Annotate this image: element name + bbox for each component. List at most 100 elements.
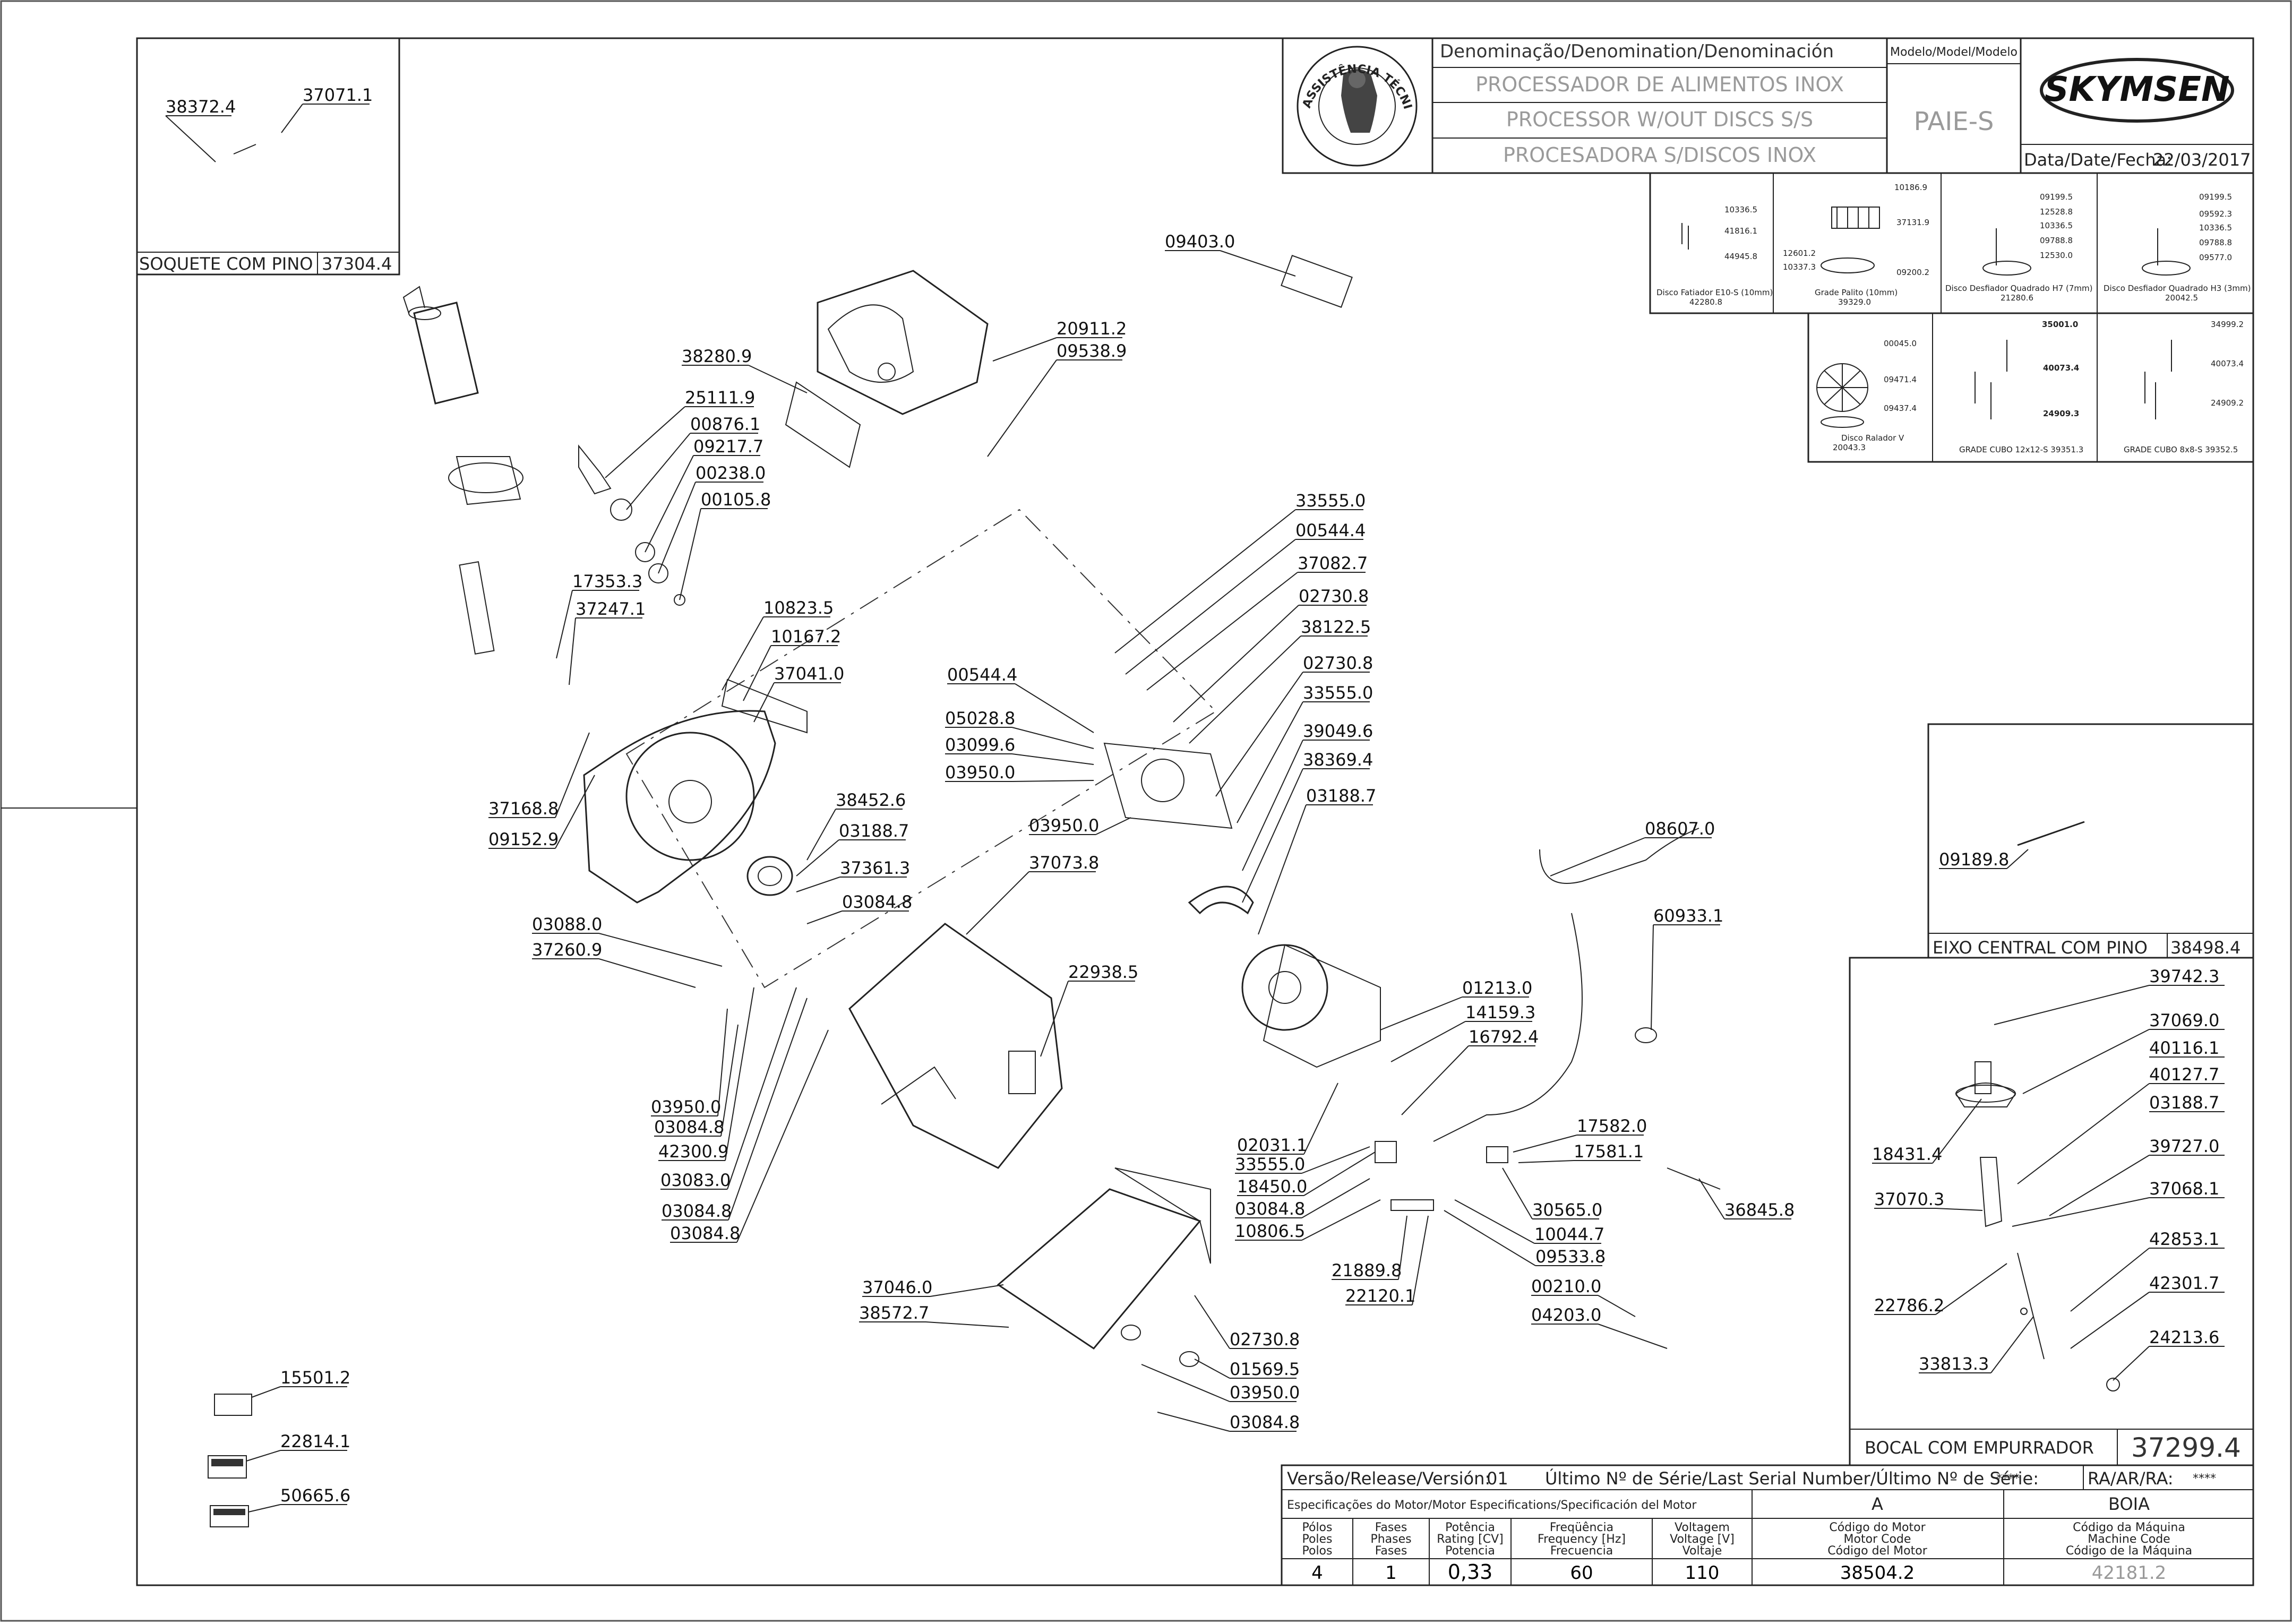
svg-text:Código de la Máquina: Código de la Máquina [2066, 1544, 2192, 1558]
svg-text:02730.8: 02730.8 [1299, 586, 1369, 606]
svg-text:03188.7: 03188.7 [839, 821, 909, 841]
svg-text:34999.2: 34999.2 [2211, 320, 2244, 329]
svg-text:09788.8: 09788.8 [2199, 238, 2232, 247]
svg-text:12528.8: 12528.8 [2040, 207, 2073, 217]
svg-text:10336.5: 10336.5 [2199, 223, 2232, 233]
svg-text:40073.4: 40073.4 [2043, 363, 2079, 373]
model-value: PAIE-S [1914, 107, 1994, 136]
svg-text:00238.0: 00238.0 [696, 463, 766, 483]
svg-text:38369.4: 38369.4 [1303, 750, 1373, 770]
svg-text:20911.2: 20911.2 [1057, 319, 1127, 339]
svg-text:02031.1: 02031.1 [1237, 1135, 1307, 1155]
val-poles: 4 [1311, 1562, 1323, 1584]
svg-text:03084.8: 03084.8 [670, 1223, 740, 1243]
svg-text:03950.0: 03950.0 [945, 762, 1015, 783]
svg-text:Rating [CV]: Rating [CV] [1437, 1533, 1504, 1546]
svg-text:03084.8: 03084.8 [842, 892, 912, 912]
svg-text:09533.8: 09533.8 [1535, 1247, 1606, 1267]
svg-text:40073.4: 40073.4 [2211, 359, 2244, 368]
svg-text:37068.1: 37068.1 [2149, 1179, 2219, 1199]
svg-text:17353.3: 17353.3 [572, 571, 642, 591]
svg-text:00876.1: 00876.1 [690, 414, 760, 434]
svg-text:42301.7: 42301.7 [2149, 1273, 2219, 1293]
svg-text:09577.0: 09577.0 [2199, 253, 2232, 262]
svg-text:22120.1: 22120.1 [1345, 1286, 1415, 1306]
sticker-labels: 15501.2 22814.1 50665.6 [208, 1368, 350, 1527]
svg-text:38122.5: 38122.5 [1301, 617, 1371, 637]
svg-text:16792.4: 16792.4 [1469, 1027, 1539, 1047]
accessory-panels: 10336.5 41816.1 44945.8 Disco Fatiador E… [1649, 172, 2254, 463]
svg-text:03084.8: 03084.8 [654, 1117, 724, 1137]
svg-text:42280.8: 42280.8 [1689, 297, 1722, 307]
svg-text:37131.9: 37131.9 [1896, 218, 1929, 227]
svg-text:50665.6: 50665.6 [280, 1485, 350, 1506]
svg-text:12601.2: 12601.2 [1783, 248, 1816, 258]
svg-text:38452.6: 38452.6 [836, 790, 906, 810]
svg-text:38572.7: 38572.7 [859, 1303, 929, 1323]
svg-text:10823.5: 10823.5 [763, 598, 834, 618]
svg-text:Phases: Phases [1370, 1533, 1411, 1546]
svg-text:00544.4: 00544.4 [1295, 520, 1366, 540]
svg-text:09471.4: 09471.4 [1884, 375, 1917, 384]
svg-text:10336.5: 10336.5 [1724, 205, 1757, 214]
svg-text:Disco Desfiador Quadrado H3 (3: Disco Desfiador Quadrado H3 (3mm) [2104, 283, 2251, 293]
inset-eixo-central: EIXO CENTRAL COM PINO 38498.4 09189.8 [1927, 723, 2254, 959]
svg-text:40116.1: 40116.1 [2149, 1038, 2219, 1058]
svg-text:12530.0: 12530.0 [2040, 251, 2073, 260]
svg-text:37046.0: 37046.0 [862, 1277, 932, 1298]
svg-text:40127.7: 40127.7 [2149, 1064, 2219, 1085]
svg-text:36845.8: 36845.8 [1724, 1200, 1795, 1220]
svg-text:41816.1: 41816.1 [1724, 226, 1757, 236]
svg-text:Disco Ralador V: Disco Ralador V [1841, 433, 1904, 443]
svg-text:Disco Desfiador Quadrado H7 (7: Disco Desfiador Quadrado H7 (7mm) [1945, 283, 2093, 293]
accessory-grade-cubo-8: 34999.2 40073.4 24909.2 GRADE CUBO 8x8-S… [2124, 320, 2244, 454]
svg-text:35001.0: 35001.0 [2042, 320, 2078, 329]
main-assembly [402, 255, 1721, 1367]
svg-text:Fases: Fases [1375, 1521, 1407, 1534]
svg-text:Voltagem: Voltagem [1675, 1521, 1730, 1534]
svg-text:01569.5: 01569.5 [1230, 1359, 1300, 1379]
svg-text:03084.8: 03084.8 [662, 1201, 732, 1221]
svg-text:03083.0: 03083.0 [660, 1170, 731, 1190]
date-value: 22/03/2017 [2153, 150, 2251, 170]
val-voltage: 110 [1685, 1562, 1720, 1584]
svg-text:24909.2: 24909.2 [2211, 398, 2244, 408]
svg-text:09403.0: 09403.0 [1165, 231, 1235, 252]
svg-text:17582.0: 17582.0 [1577, 1116, 1647, 1136]
svg-text:Potencia: Potencia [1445, 1544, 1495, 1558]
eixo-code: 38498.4 [2170, 938, 2241, 958]
svg-text:02730.8: 02730.8 [1303, 653, 1373, 673]
svg-text:01213.0: 01213.0 [1462, 978, 1532, 998]
svg-text:09592.3: 09592.3 [2199, 209, 2232, 219]
svg-text:33813.3: 33813.3 [1919, 1354, 1989, 1374]
svg-text:03188.7: 03188.7 [2149, 1093, 2219, 1113]
bocal-code: 37299.4 [2131, 1432, 2241, 1463]
svg-text:03084.8: 03084.8 [1235, 1199, 1305, 1219]
name-en: PROCESSOR W/OUT DISCS S/S [1506, 108, 1813, 131]
svg-text:Polos: Polos [1302, 1544, 1333, 1558]
motor-spec-label: Especificações do Motor/Motor Especifica… [1287, 1499, 1697, 1512]
svg-text:09200.2: 09200.2 [1896, 268, 1929, 277]
svg-text:03088.0: 03088.0 [532, 914, 602, 934]
svg-text:37071.1: 37071.1 [303, 85, 373, 105]
svg-text:Disco Fatiador E10-S (10mm): Disco Fatiador E10-S (10mm) [1656, 288, 1773, 297]
svg-text:37070.3: 37070.3 [1874, 1189, 1944, 1209]
svg-text:09538.9: 09538.9 [1057, 341, 1127, 361]
svg-text:Potência: Potência [1445, 1521, 1495, 1534]
motor-spec-table: Versão/Release/Versión: 01 Último Nº de … [1281, 1464, 2254, 1586]
svg-text:Código do Motor: Código do Motor [1829, 1521, 1926, 1534]
svg-text:39742.3: 39742.3 [2149, 966, 2219, 986]
svg-text:00045.0: 00045.0 [1884, 339, 1917, 348]
svg-text:05028.8: 05028.8 [945, 708, 1015, 728]
date-label: Data/Date/Fecha: [2024, 150, 2172, 170]
svg-text:GRADE CUBO 12x12-S 39351.3: GRADE CUBO 12x12-S 39351.3 [1959, 445, 2083, 454]
svg-text:Motor Code: Motor Code [1844, 1533, 1911, 1546]
svg-text:00105.8: 00105.8 [701, 489, 771, 510]
svg-text:09217.7: 09217.7 [693, 436, 763, 457]
svg-text:Voltaje: Voltaje [1682, 1544, 1722, 1558]
svg-text:20042.5: 20042.5 [2165, 293, 2198, 303]
svg-text:09189.8: 09189.8 [1939, 849, 2009, 870]
bocal-title: BOCAL COM EMPURRADOR [1865, 1438, 2094, 1458]
